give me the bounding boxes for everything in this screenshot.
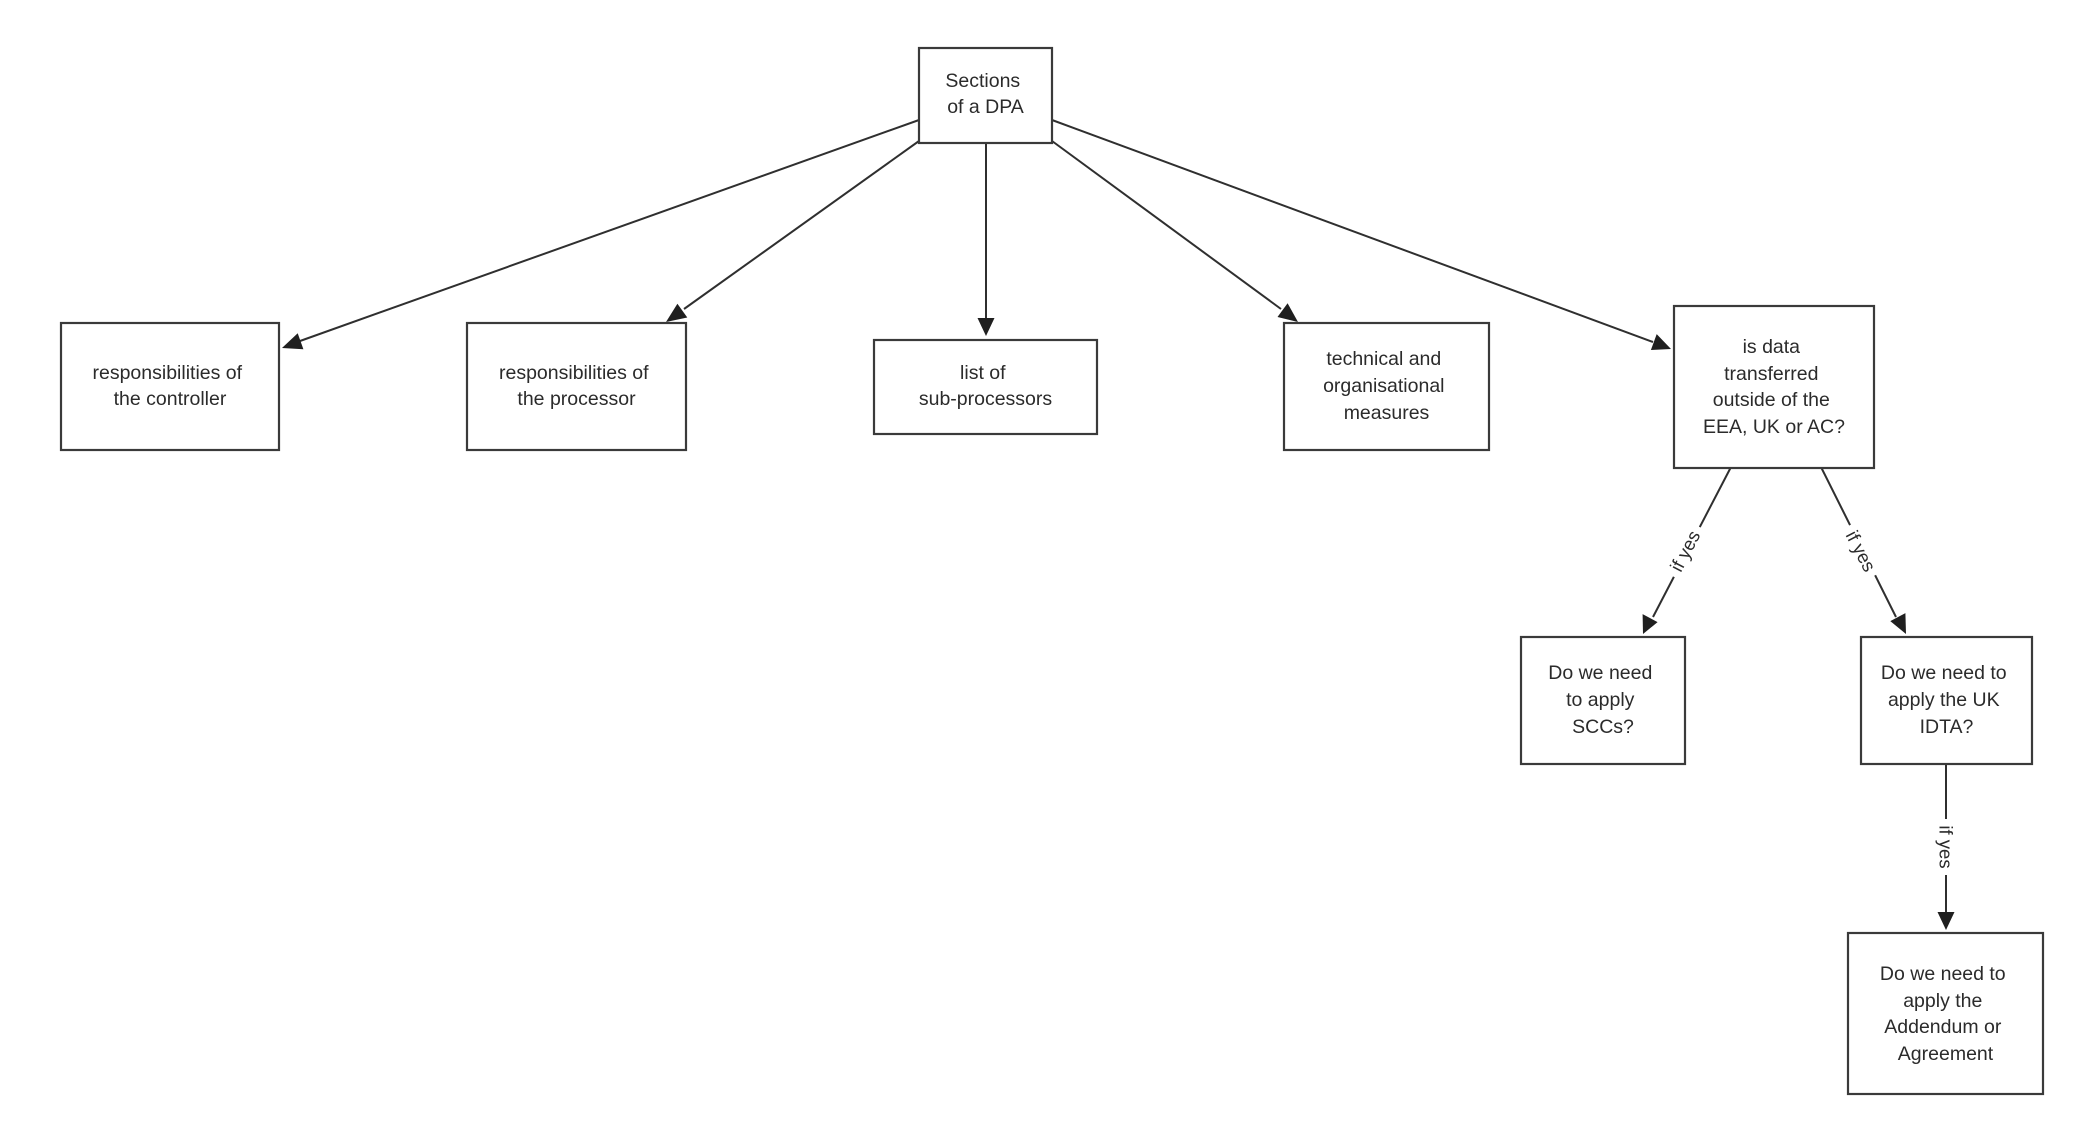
node-subprocessors: list of sub-processors — [872, 338, 1099, 436]
node-sccs: Do we need to apply SCCs? — [1519, 635, 1687, 766]
arrowhead-controller — [282, 333, 304, 350]
node-measures-line: technical and — [1326, 348, 1441, 370]
node-idta-line: Do we need to — [1881, 662, 2007, 684]
svg-text:Do we need to apply th: Do we need to apply the Addendum or Agre… — [1880, 963, 2011, 1065]
node-idta-line: apply the UK — [1888, 689, 2000, 711]
edge-transfer-to-idta: if yes — [1820, 466, 1906, 634]
node-subprocessors-line: sub-processors — [919, 388, 1053, 410]
svg-text:responsibilities of th: responsibilities of the controller — [93, 362, 248, 410]
node-addendum-line: Do we need to — [1880, 963, 2006, 985]
svg-text:technical and organisa: technical and organisational measures — [1323, 348, 1450, 424]
svg-text:responsibilities of th: responsibilities of the processor — [499, 362, 654, 410]
arrowhead-transfer — [1650, 334, 1671, 350]
arrowhead-measures — [1277, 303, 1298, 322]
node-processor: responsibilities of the processor — [465, 321, 688, 452]
node-root-line: of a DPA — [947, 96, 1024, 118]
svg-text:list of sub-processors: list of sub-processors — [919, 362, 1053, 410]
node-sccs-line: Do we need — [1548, 662, 1652, 684]
node-idta-line: IDTA? — [1920, 716, 1974, 738]
node-controller: responsibilities of the controller — [59, 321, 281, 452]
node-measures-line: measures — [1344, 402, 1430, 424]
node-transfer-line: EEA, UK or AC? — [1703, 416, 1845, 438]
node-measures: technical and organisational measures — [1282, 321, 1491, 452]
node-subprocessors-line: list of — [960, 362, 1006, 384]
node-transfer: is data transferred outside of the EEA, … — [1672, 304, 1876, 470]
node-processor-line: the processor — [517, 388, 636, 410]
arrowhead-subprocessors — [977, 318, 995, 336]
nodes: Sections of a DPA responsibilities of th… — [59, 46, 2045, 1096]
node-controller-line: the controller — [114, 388, 227, 410]
arrowhead-idta — [1890, 613, 1906, 634]
edge-idta-to-addendum: if yes — [1933, 763, 1959, 930]
svg-text:Sections of a DPA: Sections of a DPA — [945, 70, 1025, 118]
edges: if yes if yes if yes — [282, 119, 1959, 930]
node-transfer-line: transferred — [1724, 363, 1818, 385]
node-idta: Do we need to apply the UK IDTA? — [1859, 635, 2034, 766]
svg-text:Do we need to apply th: Do we need to apply the UK IDTA? — [1881, 662, 2012, 738]
node-sccs-line: to apply — [1566, 689, 1635, 711]
svg-text:Do we need to apply: Do we need to apply SCCs? — [1548, 662, 1658, 738]
node-addendum-line: Agreement — [1898, 1043, 1994, 1065]
edge-label-addendum: if yes — [1936, 825, 1957, 868]
node-addendum-line: Addendum or — [1884, 1016, 2002, 1038]
edge-root-to-subprocessors — [977, 143, 995, 336]
node-controller-line: responsibilities of — [93, 362, 243, 384]
edge-root-to-transfer — [1051, 119, 1671, 350]
node-addendum-line: apply the — [1903, 990, 1982, 1012]
arrowhead-sccs — [1642, 614, 1658, 634]
node-transfer-line: outside of the — [1713, 389, 1830, 411]
node-addendum: Do we need to apply the Addendum or Agre… — [1846, 931, 2045, 1096]
node-root-line: Sections — [945, 70, 1020, 92]
edge-root-to-controller — [282, 119, 920, 350]
node-root: Sections of a DPA — [917, 46, 1054, 145]
edge-transfer-to-sccs: if yes — [1642, 466, 1732, 634]
edge-root-to-processor — [666, 140, 920, 322]
node-transfer-line: is data — [1743, 336, 1801, 358]
arrowhead-addendum — [1937, 912, 1955, 930]
edge-root-to-measures — [1051, 140, 1298, 322]
arrowhead-processor — [666, 303, 688, 322]
node-measures-line: organisational — [1323, 375, 1444, 397]
node-sccs-line: SCCs? — [1572, 716, 1634, 738]
svg-text:is data transferred: is data transferred outside of the EEA, … — [1703, 336, 1845, 438]
node-processor-line: responsibilities of — [499, 362, 649, 384]
